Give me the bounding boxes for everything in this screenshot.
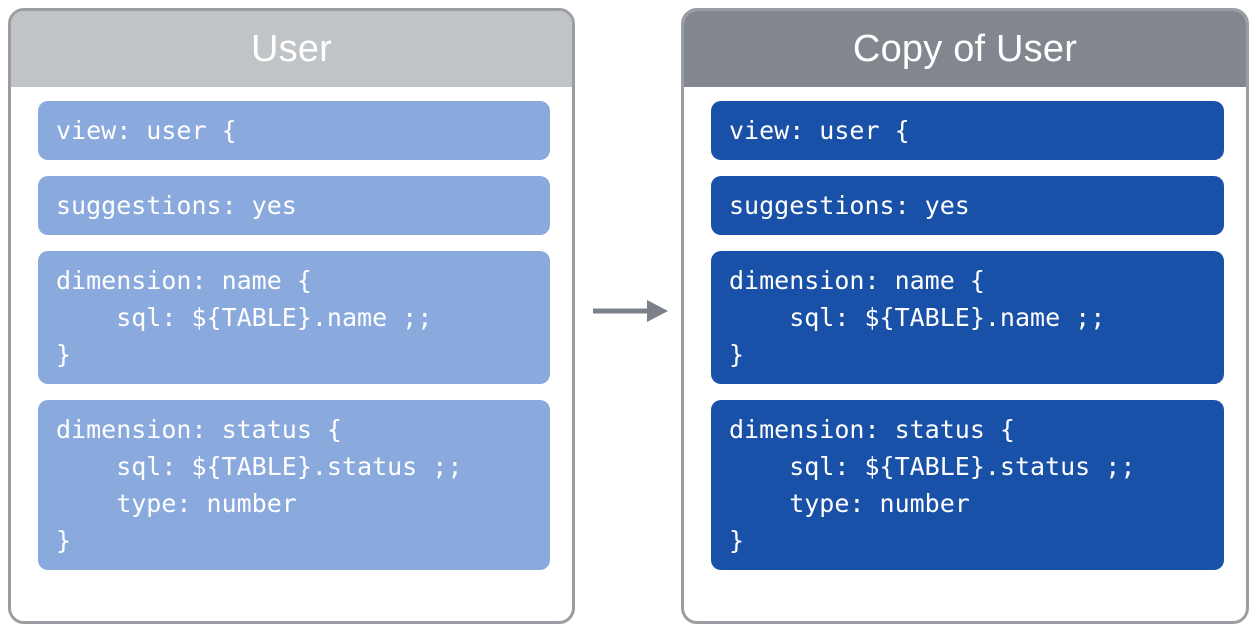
panel-title-copy: Copy of User bbox=[684, 11, 1246, 87]
code-block-view: view: user { bbox=[38, 101, 550, 160]
code-block-dimension-name: dimension: name { sql: ${TABLE}.name ;; … bbox=[38, 251, 550, 384]
panel-body-source: view: user { suggestions: yes dimension:… bbox=[11, 87, 572, 621]
code-block-dimension-status: dimension: status { sql: ${TABLE}.status… bbox=[38, 400, 550, 570]
code-block-dimension-name-copy: dimension: name { sql: ${TABLE}.name ;; … bbox=[711, 251, 1224, 384]
arrow-right-icon bbox=[593, 300, 668, 322]
code-block-dimension-status-copy: dimension: status { sql: ${TABLE}.status… bbox=[711, 400, 1224, 570]
panel-title-source: User bbox=[11, 11, 572, 87]
panel-copy-of-user: Copy of User view: user { suggestions: y… bbox=[681, 8, 1249, 624]
code-block-suggestions: suggestions: yes bbox=[38, 176, 550, 235]
copy-arrow bbox=[592, 297, 670, 325]
code-block-view-copy: view: user { bbox=[711, 101, 1224, 160]
code-block-suggestions-copy: suggestions: yes bbox=[711, 176, 1224, 235]
panel-source-user: User view: user { suggestions: yes dimen… bbox=[8, 8, 575, 624]
panel-body-copy: view: user { suggestions: yes dimension:… bbox=[684, 87, 1246, 621]
